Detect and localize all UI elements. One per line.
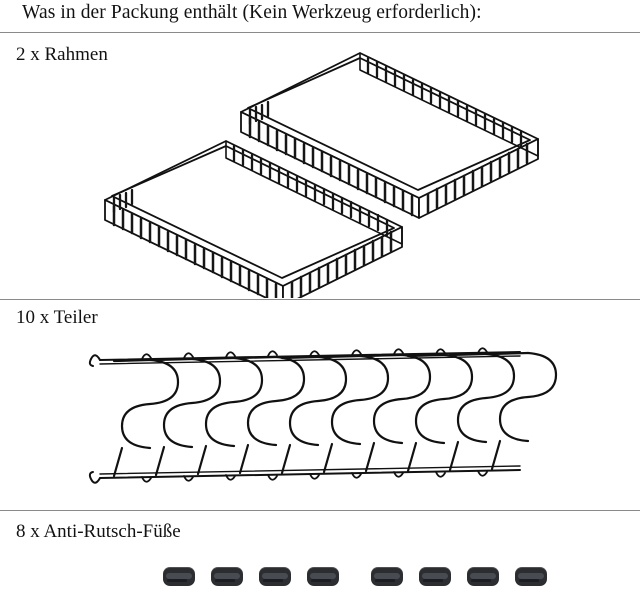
section-divider-rule-top xyxy=(0,32,640,33)
anti-slip-foot xyxy=(467,567,499,586)
frame-back xyxy=(240,52,539,219)
section-divider-rule-bottom xyxy=(0,510,640,511)
frames-drawing xyxy=(104,52,539,298)
section-divider-rule-middle xyxy=(0,299,640,300)
frame-front xyxy=(104,140,403,298)
anti-slip-foot xyxy=(307,567,339,586)
anti-slip-foot xyxy=(211,567,243,586)
anti-slip-foot xyxy=(419,567,451,586)
dividers-illustration xyxy=(0,330,640,508)
frames-illustration xyxy=(0,40,640,298)
divider-wire-group xyxy=(112,351,558,478)
section-label-frames: 2 x Rahmen xyxy=(16,44,108,65)
feet-row xyxy=(0,545,640,600)
page-title: Was in der Packung enthält (Kein Werkzeu… xyxy=(22,2,482,23)
section-label-feet: 8 x Anti-Rutsch-Füße xyxy=(16,521,181,542)
anti-slip-foot xyxy=(163,567,195,586)
anti-slip-foot xyxy=(515,567,547,586)
anti-slip-foot xyxy=(259,567,291,586)
anti-slip-foot xyxy=(371,567,403,586)
section-label-dividers: 10 x Teiler xyxy=(16,307,98,328)
dividers-drawing xyxy=(88,347,558,484)
feet-illustration xyxy=(0,545,640,600)
